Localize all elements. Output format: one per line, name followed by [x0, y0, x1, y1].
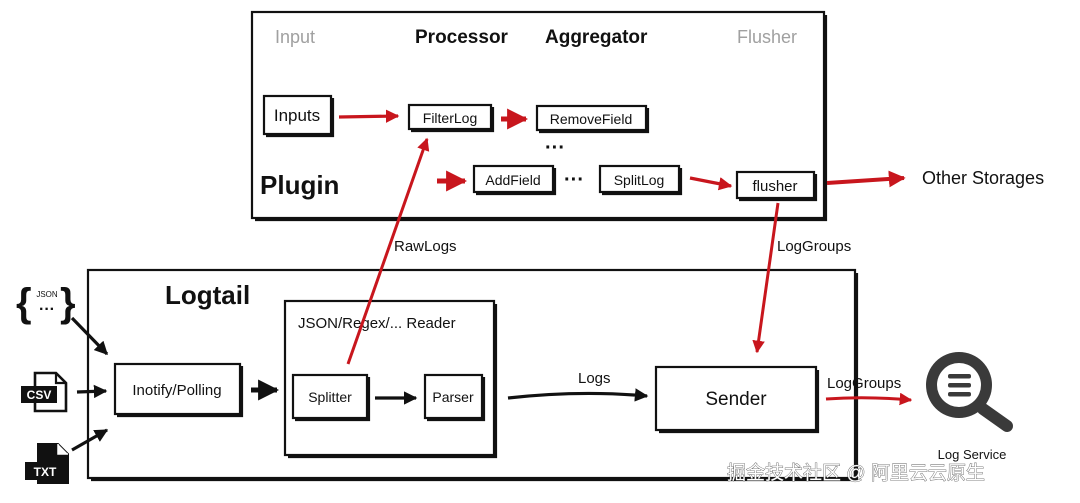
arrow-txt-to-inotify	[71, 428, 109, 452]
txt-icon-label: TXT	[34, 465, 57, 479]
arrow-flusher-to-sender-loggroups	[752, 202, 780, 354]
splitter-label: Splitter	[308, 389, 352, 405]
stage-flusher-label: Flusher	[737, 27, 797, 47]
arrow-flusher-to-other-storages	[826, 170, 906, 188]
splitlog-node: SplitLog	[598, 164, 683, 196]
splitter-node: Splitter	[291, 373, 371, 422]
txt-file-fold	[57, 444, 68, 455]
logtail-title: Logtail	[165, 280, 250, 310]
flusher-node: flusher	[735, 170, 818, 202]
csv-icon-label: CSV	[27, 388, 52, 402]
inotify-polling-node: Inotify/Polling	[113, 362, 244, 418]
json-file-icon: { } JSON ···	[16, 281, 76, 325]
arrow-json-to-inotify	[70, 316, 109, 356]
filterlog-label: FilterLog	[423, 110, 477, 126]
sender-node: Sender	[654, 365, 820, 434]
red-arrows	[338, 108, 913, 406]
arrow-sender-to-log-service	[825, 392, 913, 406]
csv-file-icon: CSV	[21, 371, 68, 413]
removefield-label: RemoveField	[550, 111, 632, 127]
log-service-label: Log Service	[938, 447, 1007, 462]
arrow-csv-to-inotify	[76, 384, 108, 399]
arrow-splitter-to-filterlog-rawlogs	[346, 137, 430, 365]
json-icon-label: JSON	[36, 290, 58, 299]
parser-label: Parser	[432, 389, 474, 405]
aggregator-dots: ···	[545, 137, 565, 159]
arrow-parser-to-sender-logs	[507, 388, 649, 402]
rawlogs-label: RawLogs	[394, 238, 457, 255]
stage-aggregator-label: Aggregator	[545, 27, 648, 48]
black-arrows	[70, 316, 649, 452]
watermark: 掘金技术社区 @ 阿里云云原生	[727, 462, 985, 484]
inputs-label: Inputs	[274, 106, 320, 125]
csv-file-fold	[54, 373, 66, 385]
flusher-label: flusher	[752, 178, 797, 195]
plugin-title: Plugin	[260, 170, 339, 200]
txt-file-icon: TXT	[25, 443, 69, 484]
stage-input-label: Input	[275, 27, 315, 47]
inotify-polling-label: Inotify/Polling	[132, 382, 221, 399]
txt-label-badge	[25, 462, 65, 480]
arrow-inputs-to-filterlog	[338, 109, 400, 123]
addfield-splitlog-dots: ···	[564, 169, 584, 191]
json-icon-dots: ···	[39, 301, 55, 318]
addfield-node: AddField	[472, 164, 557, 196]
splitlog-label: SplitLog	[614, 172, 665, 188]
arrow-splitlog-to-flusher	[689, 176, 733, 191]
loggroups-label-upper: LogGroups	[777, 238, 851, 255]
json-open-brace-icon: {	[16, 281, 32, 325]
removefield-node: RemoveField	[535, 104, 650, 134]
logs-label: Logs	[578, 370, 611, 387]
other-storages-label: Other Storages	[922, 168, 1044, 188]
log-service-handle	[977, 403, 1013, 432]
reader-title: JSON/Regex/... Reader	[298, 315, 456, 332]
sender-label: Sender	[705, 389, 767, 410]
stage-processor-label: Processor	[415, 27, 509, 48]
inputs-node: Inputs	[262, 94, 335, 138]
parser-node: Parser	[423, 373, 486, 422]
loggroups-label-lower: LogGroups	[827, 375, 901, 392]
log-service-icon	[926, 352, 1013, 432]
filterlog-node: FilterLog	[407, 103, 495, 133]
addfield-label: AddField	[485, 172, 540, 188]
json-close-brace-icon: }	[60, 281, 76, 325]
csv-label-badge	[21, 386, 57, 403]
